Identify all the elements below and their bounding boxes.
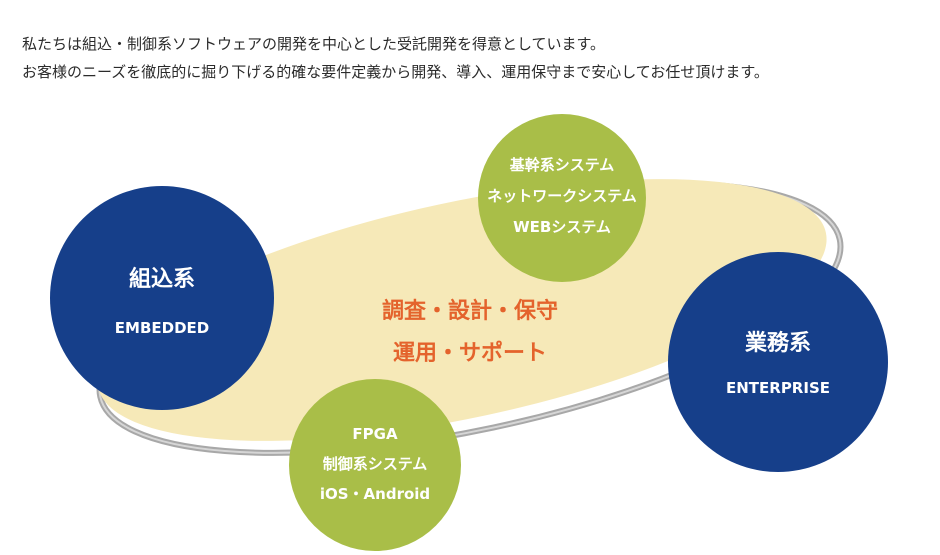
center-ellipse — [97, 179, 827, 441]
systems-top-item-2: ネットワークシステム — [487, 187, 637, 205]
systems-top-circle — [478, 114, 646, 282]
intro-line-1: 私たちは組込・制御系ソフトウェアの開発を中心とした受託開発を得意としています。 — [22, 35, 606, 53]
enterprise-subtitle: ENTERPRISE — [726, 379, 830, 397]
embedded-circle — [50, 186, 274, 410]
systems-bottom-item-1: FPGA — [352, 425, 398, 443]
enterprise-circle — [668, 252, 888, 472]
intro-line-2: お客様のニーズを徹底的に掘り下げる的確な要件定義から開発、導入、運用保守まで安心… — [22, 63, 769, 81]
embedded-subtitle: EMBEDDED — [115, 319, 209, 337]
systems-bottom-circle — [289, 379, 461, 551]
center-line-2: 運用・サポート — [393, 340, 547, 366]
systems-top-item-3: WEBシステム — [513, 218, 611, 236]
enterprise-title: 業務系 — [745, 330, 811, 356]
embedded-title: 組込系 — [129, 266, 195, 292]
systems-top-item-1: 基幹系システム — [509, 156, 615, 174]
intro-text: 私たちは組込・制御系ソフトウェアの開発を中心とした受託開発を得意としています。 … — [22, 30, 922, 86]
center-line-1: 調査・設計・保守 — [382, 298, 558, 324]
systems-bottom-item-2: 制御系システム — [323, 455, 428, 473]
systems-bottom-item-3: iOS・Android — [320, 485, 430, 503]
